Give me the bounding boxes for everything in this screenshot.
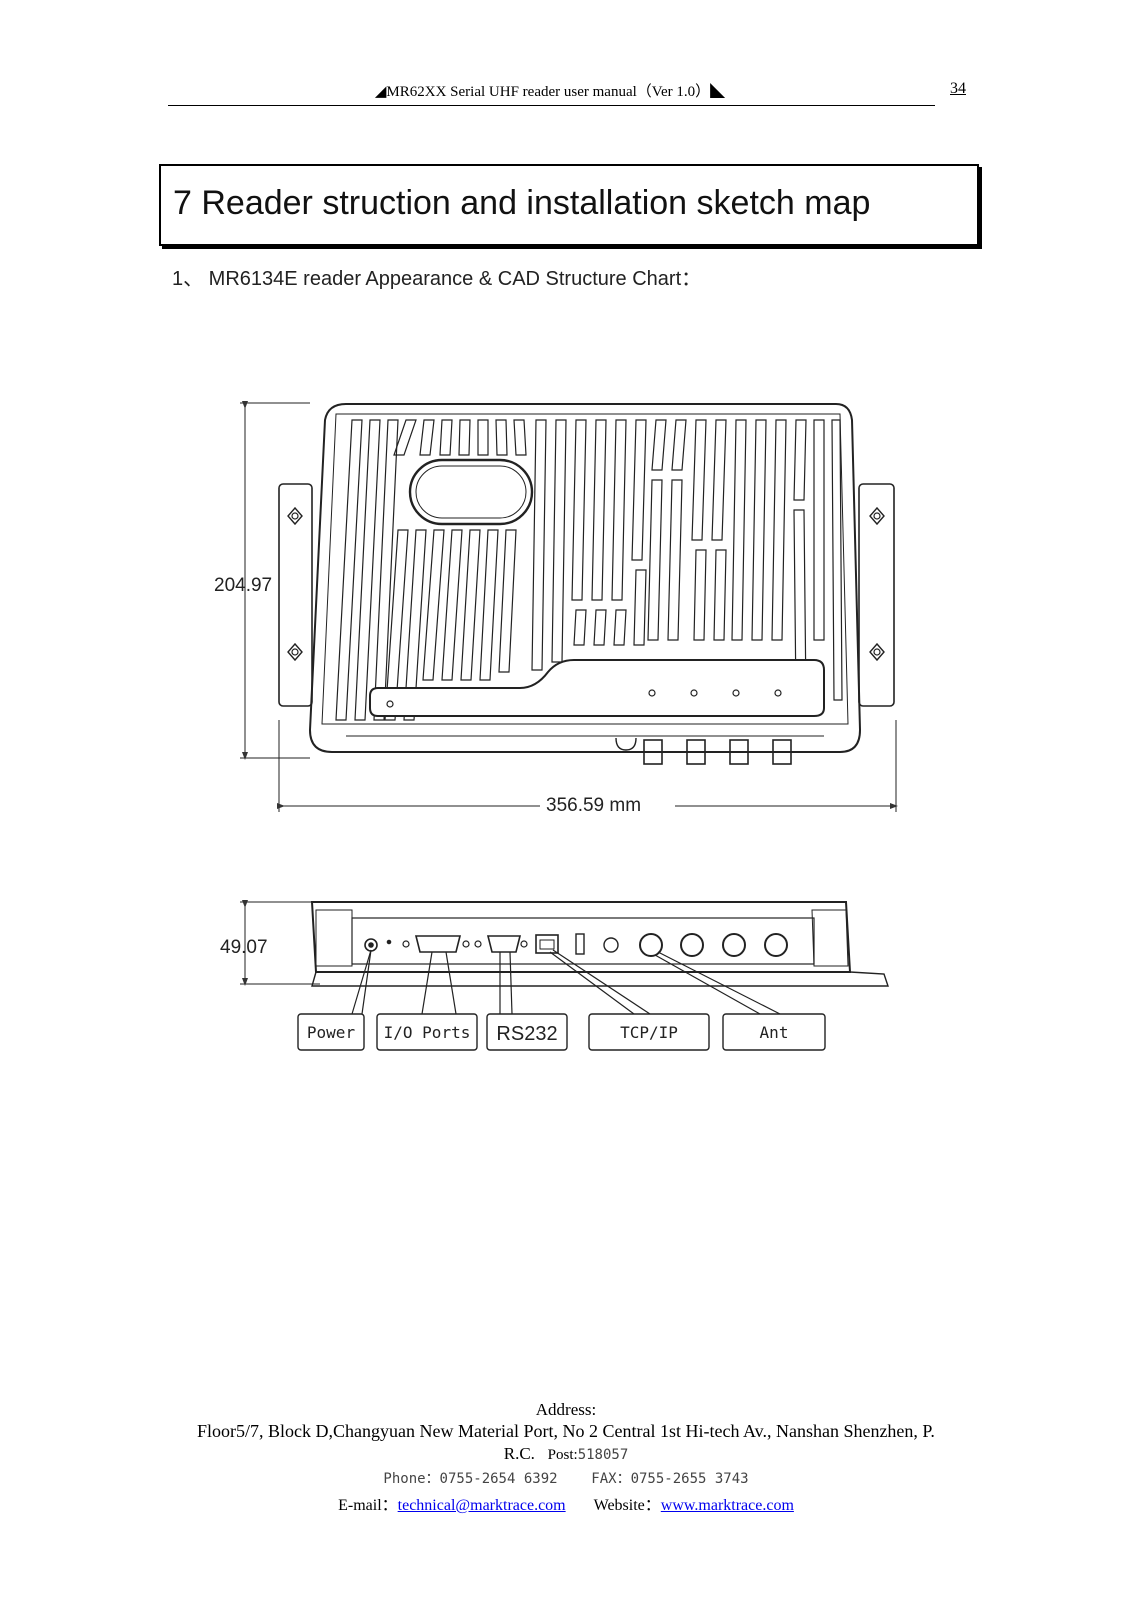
label-tcpip: TCP/IP [620, 1023, 678, 1042]
top-width-dim: 356.59 mm [546, 795, 641, 816]
section-subheading: 1、 MR6134E reader Appearance & CAD Struc… [172, 268, 702, 290]
website-link[interactable]: www.marktrace.com [660, 1497, 794, 1514]
footer-contact: E-mail：technical@marktrace.com Website：w… [0, 1491, 1132, 1515]
page-number: 34 [950, 80, 966, 97]
label-rs232: RS232 [496, 1023, 557, 1045]
footer-fax: FAX：0755-2655 3743 [591, 1471, 749, 1487]
header-title: MR62XX Serial UHF reader user manual（Ver… [386, 84, 711, 100]
header-rule [168, 105, 935, 106]
top-view [240, 401, 898, 812]
footer-email-label: E-mail： [338, 1497, 398, 1514]
section-title: 7 Reader struction and installation sket… [173, 184, 871, 222]
footer-phone: Phone：0755-2654 6392 [383, 1471, 558, 1487]
footer-address-line2: R.C. Post:518057 [0, 1444, 1132, 1464]
section-title-box: 7 Reader struction and installation sket… [159, 164, 979, 246]
label-io-ports: I/O Ports [384, 1023, 471, 1042]
email-link[interactable]: technical@marktrace.com [397, 1497, 566, 1514]
footer-address-rc: R.C. [503, 1444, 535, 1463]
front-height-dim: 49.07 [220, 937, 268, 958]
header-right-marker: ◣ [710, 84, 726, 100]
footer-post-label: Post: [547, 1447, 578, 1463]
footer-address-label: Address: [535, 1400, 597, 1419]
footer-address-line1: Floor5/7, Block D,Changyuan New Material… [197, 1421, 935, 1441]
footer-phone-fax: Phone：0755-2654 6392 FAX：0755-2655 3743 [0, 1468, 1132, 1488]
header-left-marker: ◢ [374, 84, 387, 100]
footer-post-code: 518057 [577, 1447, 629, 1463]
footer-website-label: Website： [593, 1497, 661, 1514]
front-view [240, 900, 889, 1051]
label-power: Power [307, 1023, 356, 1042]
running-header: ◢MR62XX Serial UHF reader user manual（Ve… [170, 80, 930, 101]
label-ant: Ant [760, 1023, 789, 1042]
top-height-dim: 204.97 [214, 575, 272, 596]
